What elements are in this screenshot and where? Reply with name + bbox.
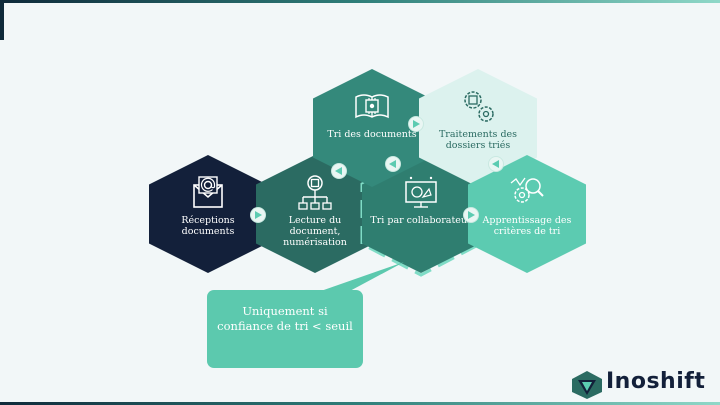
book-chip-icon	[355, 94, 389, 119]
flow-arrow-right	[409, 117, 423, 131]
step-label: Tri par collaborateur	[370, 215, 472, 226]
flow-arrow-right	[251, 208, 265, 222]
callout-text: Uniquement si confiance de tri < seuil	[217, 304, 353, 333]
step-label: Réceptions documents	[181, 215, 235, 237]
ai-gear-search-icon	[510, 177, 544, 203]
step-label: Traitements des dossiers triés	[438, 129, 518, 151]
flow-arrow-right	[464, 208, 478, 222]
flow-arrow-left	[386, 157, 400, 171]
inoshift-logo-icon	[572, 371, 602, 399]
step-label: Lecture du document, numérisation	[283, 215, 347, 248]
step-apprentissage: Apprentissage des critères de tri	[468, 155, 586, 273]
corner-accent	[0, 0, 4, 40]
chip-flow-icon	[298, 175, 332, 210]
robot-gears-icon	[464, 91, 494, 122]
flow-arrow-left	[332, 164, 346, 178]
bottom-accent-bar	[0, 402, 720, 405]
monitor-robot-icon	[405, 176, 437, 208]
callout-box: Uniquement si confiance de tri < seuil	[207, 290, 363, 368]
logo-text: Inoshift	[606, 369, 706, 394]
step-label: Apprentissage des critères de tri	[482, 215, 572, 237]
inoshift-logo: Inoshift	[570, 368, 718, 402]
top-accent-bar	[0, 0, 720, 3]
step-receptions: Réceptions documents	[149, 155, 267, 273]
envelope-at-icon	[193, 176, 223, 208]
flow-arrow-left	[489, 157, 503, 171]
step-label: Tri des documents	[327, 129, 417, 140]
step-lecture: Lecture du document, numérisation	[256, 155, 374, 273]
